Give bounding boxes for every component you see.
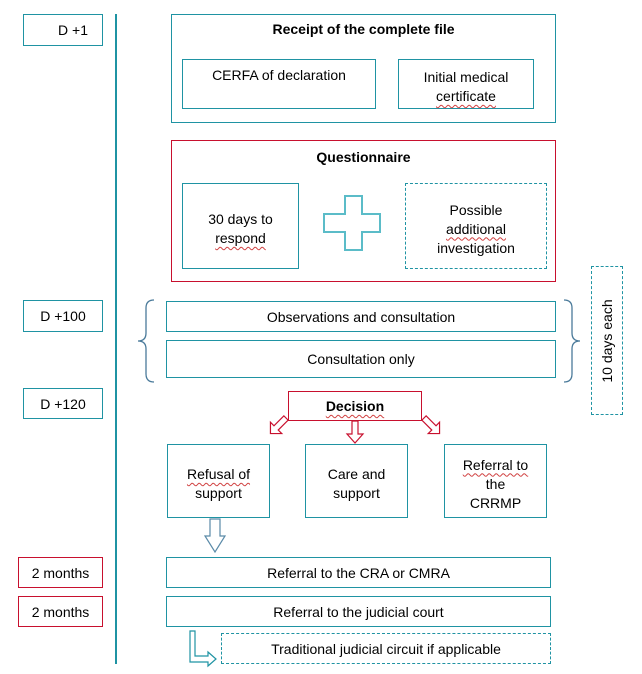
ten-days-each-label: 10 days each bbox=[599, 298, 615, 383]
receipt-title: Receipt of the complete file bbox=[272, 21, 455, 37]
referral-cra-cmra-box: Referral to the CRA or CMRA bbox=[166, 557, 551, 588]
observations-consultation-box: Observations and consultation bbox=[166, 301, 556, 332]
arrow-right-icon bbox=[421, 415, 441, 435]
decision-box: Decision bbox=[288, 391, 422, 421]
left-brace-icon bbox=[137, 299, 155, 383]
timeline-2-months-court: 2 months bbox=[18, 596, 103, 627]
referral-crrmp-box: Referral to the CRRMP bbox=[444, 444, 547, 518]
refusal-of-support-box: Refusal of support bbox=[167, 444, 270, 518]
initial-medical-certificate-box: Initial medical certificate bbox=[398, 59, 534, 109]
respond-30-days-box: 30 days to respond bbox=[182, 183, 299, 269]
timeline-d100: D +100 bbox=[23, 300, 103, 332]
questionnaire-title: Questionnaire bbox=[316, 149, 411, 165]
traditional-judicial-circuit-box: Traditional judicial circuit if applicab… bbox=[221, 633, 551, 664]
referral-judicial-court-box: Referral to the judicial court bbox=[166, 596, 551, 627]
consultation-only-box: Consultation only bbox=[166, 340, 556, 378]
additional-investigation-box: Possible additional investigation bbox=[405, 183, 547, 269]
timeline-2-months-cra: 2 months bbox=[18, 557, 103, 588]
care-and-support-box: Care and support bbox=[305, 444, 408, 518]
timeline-d120: D +120 bbox=[23, 388, 103, 419]
right-brace-icon bbox=[563, 299, 581, 383]
ten-days-each-box: 10 days each bbox=[591, 266, 623, 415]
timeline-d1: D +1 bbox=[23, 14, 103, 46]
cerfa-declaration-box: CERFA of declaration bbox=[182, 59, 376, 109]
timeline-axis bbox=[115, 14, 117, 664]
arrow-elbow-icon bbox=[189, 630, 217, 668]
arrow-refusal-down-icon bbox=[203, 518, 227, 554]
arrow-down-icon bbox=[345, 420, 365, 444]
